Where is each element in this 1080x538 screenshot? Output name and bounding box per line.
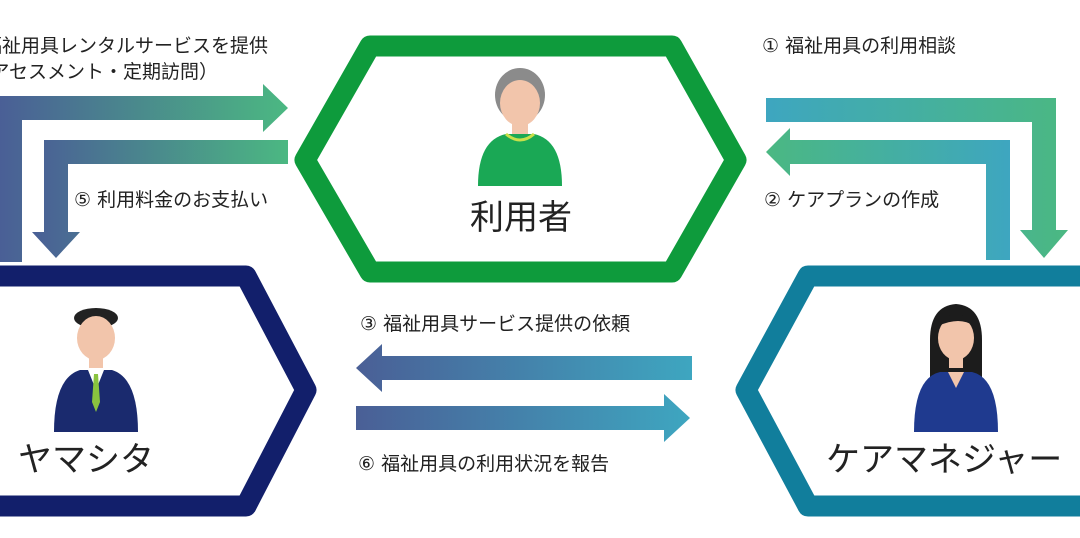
flow-label-consultation: ① 福祉用具の利用相談 — [762, 35, 957, 57]
flow-label-service-provision-line1: ④ 福祉用具レンタルサービスを提供 — [0, 35, 268, 57]
flow-label-service-request: ③ 福祉用具サービス提供の依頼 — [360, 313, 631, 335]
flow-label-usage-report: ⑥ 福祉用具の利用状況を報告 — [358, 453, 610, 475]
elderly-user-icon — [478, 68, 562, 186]
flow-label-payment: ⑤ 利用料金のお支払い — [74, 189, 269, 211]
arrow-consultation — [766, 98, 1068, 258]
arrow-payment — [32, 140, 288, 258]
arrow-service-provision — [0, 84, 288, 262]
user-label: 利用者 — [470, 198, 572, 238]
yamashita-label: ヤマシタ — [18, 440, 154, 480]
yamashita-hexagon — [0, 265, 317, 517]
arrow-service-request — [356, 344, 692, 392]
arrow-care-plan — [766, 128, 1010, 260]
arrow-usage-report — [356, 394, 690, 442]
care-manager-hexagon — [735, 265, 1080, 517]
care-manager-woman-icon — [914, 304, 998, 432]
flow-label-service-provision-line2: （モニタリング・アセスメント・定期訪問） — [0, 61, 218, 83]
care-manager-label: ケアマネジャー — [826, 440, 1063, 480]
staff-man-icon — [54, 308, 138, 432]
flow-label-care-plan: ② ケアプランの作成 — [764, 189, 940, 211]
